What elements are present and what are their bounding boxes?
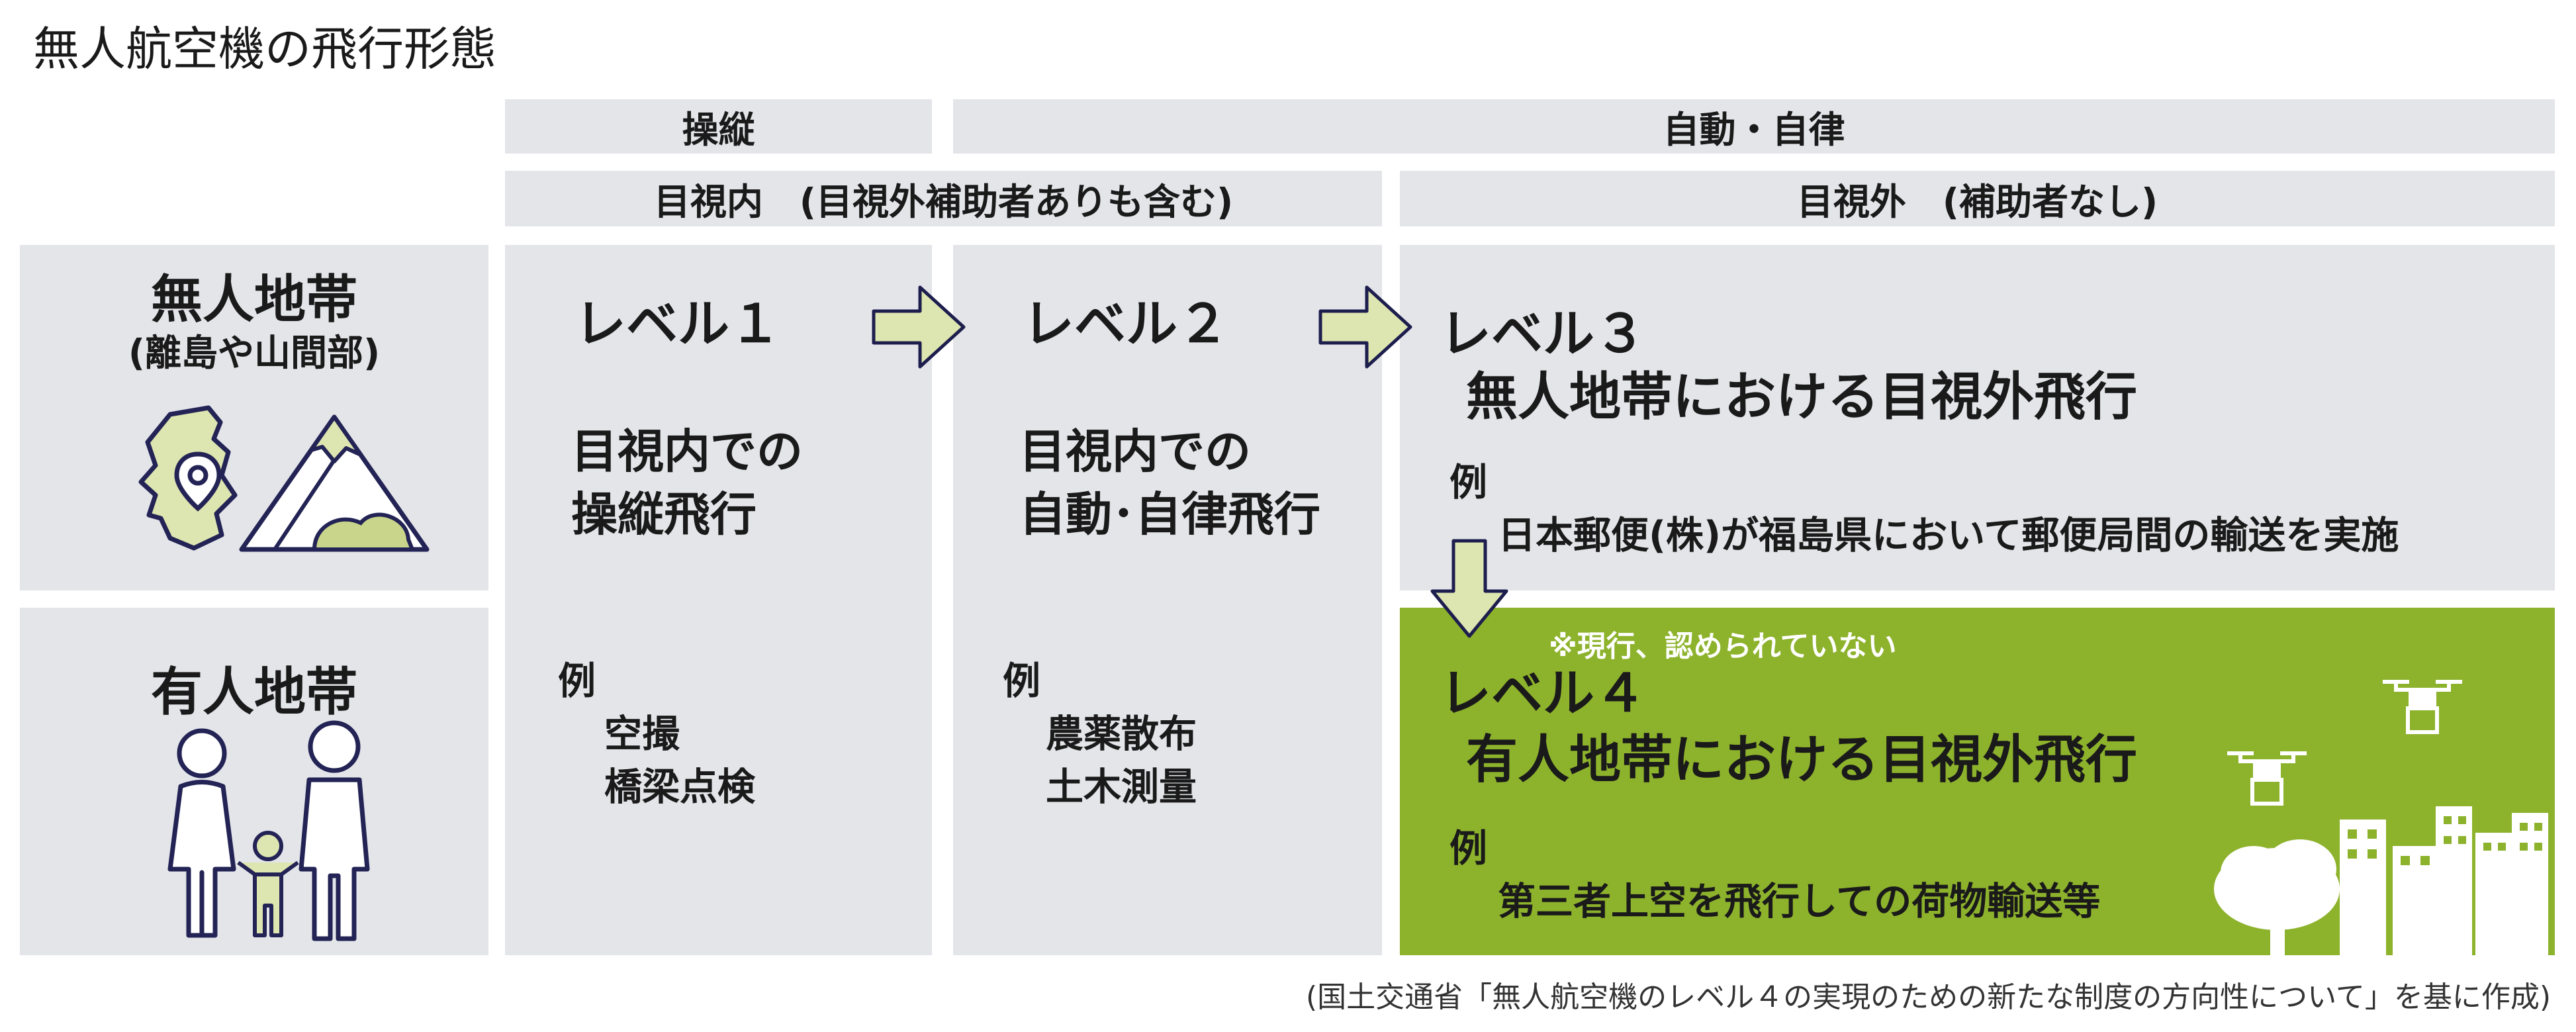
family-icon [167,720,370,941]
level2-cell: レベル２ 目視内での 自動･自律飛行 例 農薬散布 土木測量 [953,245,1382,955]
island-pin-icon [138,405,238,551]
arrow-level2-to-level3-icon [1318,285,1412,369]
row-label-manned-title: 有人地帯 [150,663,357,722]
level1-title: レベル１ [575,295,782,354]
level1-desc: 目視内での 操縦飛行 [571,424,803,541]
level4-note: ※現行、認められていない [1549,630,1897,663]
level3-ex-label: 例 [1449,461,1487,504]
level1-example-2: 橋梁点検 [604,765,755,809]
row-label-unmanned-sub: (離島や山間部) [128,332,381,374]
level3-title: レベル３ [1440,305,1647,364]
arrow-level1-to-level2-icon [872,285,966,369]
header-control: 操縦 [505,99,932,154]
source-footnote: (国土交通省「無人航空機のレベル４の実現のための新たな制度の方向性について」を基… [1305,980,2551,1014]
level3-desc: 無人地帯における目視外飛行 [1466,367,2138,427]
level4-desc: 有人地帯における目視外飛行 [1466,730,2138,790]
level1-ex-label: 例 [558,659,596,703]
header-beyond-sight: 目視外 (補助者なし) [1400,171,2555,226]
level4-title: レベル４ [1440,664,1647,724]
city-drone-icon [2214,680,2548,955]
level2-desc: 目視内での 自動･自律飛行 [1019,424,1320,541]
level2-example-2: 土木測量 [1046,765,1197,809]
row-label-unmanned: 無人地帯 (離島や山間部) [20,245,488,590]
mountain-icon [239,414,430,552]
arrow-level3-to-level4-icon [1430,539,1508,638]
page-title: 無人航空機の飛行形態 [33,22,496,76]
level4-example: 第三者上空を飛行しての荷物輸送等 [1498,880,2101,923]
level3-cell: レベル３ 無人地帯における目視外飛行 例 日本郵便(株)が福島県において郵便局間… [1400,245,2555,590]
level2-example-1: 農薬散布 [1046,712,1197,756]
header-within-sight: 目視内 (目視外補助者ありも含む) [505,171,1382,226]
level2-title: レベル２ [1023,295,1230,354]
level3-example: 日本郵便(株)が福島県において郵便局間の輸送を実施 [1498,514,2399,557]
level2-ex-label: 例 [1003,659,1040,703]
row-label-manned: 有人地帯 [20,608,488,955]
row-label-unmanned-title: 無人地帯 [150,270,357,330]
level4-ex-label: 例 [1449,827,1487,870]
level1-example-1: 空撮 [604,712,680,756]
level4-cell: ※現行、認められていない レベル４ 有人地帯における目視外飛行 例 第三者上空を… [1400,608,2555,955]
level1-cell: レベル１ 目視内での 操縦飛行 例 空撮 橋梁点検 [505,245,932,955]
header-auto: 自動・自律 [953,99,2555,154]
